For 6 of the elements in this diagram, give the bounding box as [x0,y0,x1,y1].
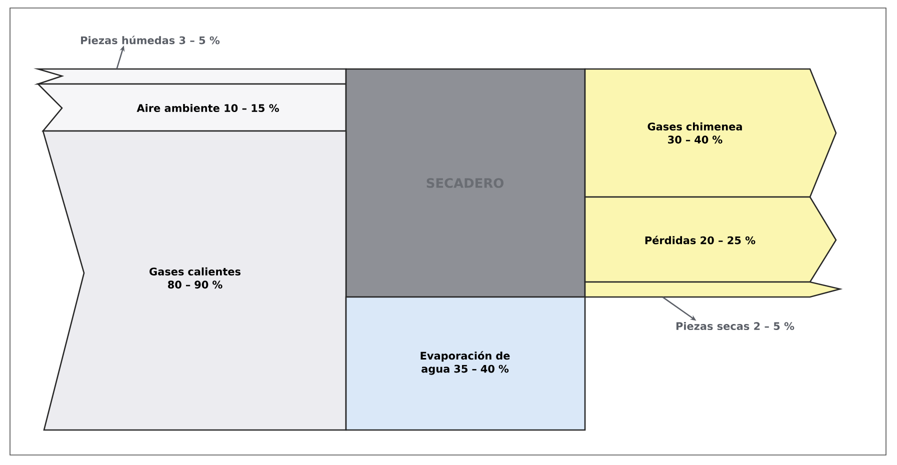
flow-label: Piezas húmedas 3 – 5 % [81,36,220,44]
flow-band: Gases chimenea 30 – 40 % [584,68,837,198]
flow-band [584,281,843,298]
flow-box: Evaporación de agua 35 – 40 % [345,296,586,431]
flow-label: Piezas secas 2 – 5 % [676,322,794,330]
flow-band: Gases calientes 80 – 90 % [42,130,347,431]
